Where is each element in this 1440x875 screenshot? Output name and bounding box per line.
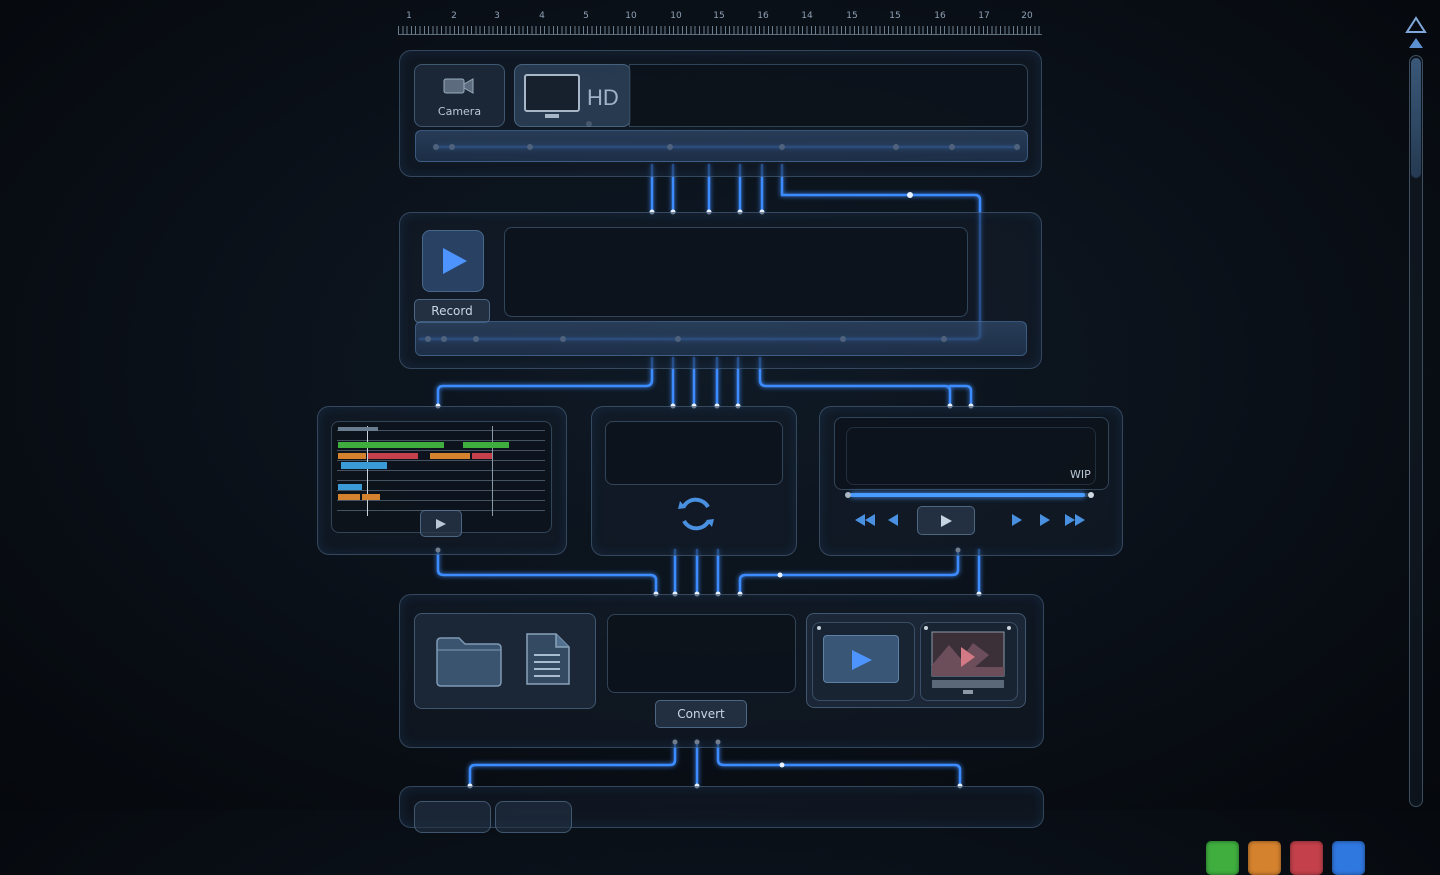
record-preview-area [504,227,968,317]
timeline-grid[interactable] [331,421,552,537]
clip-bar[interactable] [338,453,366,459]
convert-panel: Convert [399,594,1044,748]
top-ruler [398,8,1042,38]
record-play-button[interactable] [422,230,484,292]
ruler-label: 5 [583,11,589,21]
clip-bar[interactable] [463,442,509,448]
color-swatch[interactable] [1332,841,1365,875]
play-icon [940,514,952,527]
timeline-playhead [367,426,368,516]
output-play-button[interactable] [823,635,899,683]
clip-bar[interactable] [338,442,444,448]
ruler-label: 16 [934,11,946,21]
clip-bar[interactable] [341,462,387,469]
ruler-label: 16 [757,11,769,21]
clip-bar[interactable] [338,484,362,490]
scroll-up-small-icon[interactable] [1408,37,1424,49]
clip-bar[interactable] [472,453,492,459]
bottom-tile[interactable] [495,801,572,833]
camera-label: Camera [437,105,482,118]
player-preview-frame [846,427,1096,485]
monitor-icon [524,74,580,118]
hd-label: HD [587,85,619,110]
ruler-label: 17 [978,11,990,21]
folder-icon[interactable] [435,634,503,688]
image-preview-icon [931,631,1005,694]
scrollbar-track[interactable] [1409,55,1423,807]
camera-panel: Camera HD [399,50,1042,177]
record-button[interactable]: Record [414,299,490,323]
bottom-tile[interactable] [414,801,491,833]
ruler-label: 10 [670,11,682,21]
player-progress-fill [850,493,1085,497]
timeline-marker [492,426,493,516]
next-icon[interactable] [1039,513,1051,527]
output-image-tile[interactable] [920,622,1018,701]
player-play-button[interactable] [917,506,975,535]
ruler-label: 4 [539,11,545,21]
corner-dot [1007,626,1011,630]
player-progress-track[interactable] [850,493,1092,497]
play-icon [852,650,872,670]
clip-bar[interactable] [362,494,380,500]
ruler-label: 15 [713,11,725,21]
progress-start-dot [845,492,851,498]
corner-dot [924,626,928,630]
color-swatch[interactable] [1206,841,1239,875]
corner-dot [817,626,821,630]
scrollbar-thumb[interactable] [1411,58,1421,178]
clip-bar[interactable] [430,453,470,459]
player-wip-label: WIP [1070,468,1091,481]
hd-preview-area [629,64,1028,127]
color-palette-panel [591,406,1365,875]
ruler-label: 2 [451,11,457,21]
clip-bar[interactable] [338,427,378,431]
player-panel: WIP [819,406,1123,556]
video-camera-icon [443,78,474,94]
camera-button[interactable]: Camera [414,64,505,127]
scroll-up-icon[interactable] [1405,16,1427,34]
fast-forward-icon[interactable] [1064,513,1086,527]
swatch-strip [605,421,783,485]
rewind-icon[interactable] [854,513,876,527]
document-icon[interactable] [524,631,572,687]
color-swatch[interactable] [1290,841,1323,875]
ruler-label: 1 [406,11,412,21]
timeline-panel [317,406,567,555]
play-icon [443,248,467,274]
ruler-label: 20 [1021,11,1033,21]
convert-preview-area [607,614,796,693]
timeline-play-button[interactable] [420,510,462,537]
convert-button[interactable]: Convert [655,700,747,728]
camera-timeline-track[interactable] [415,130,1028,162]
step-back-icon[interactable] [887,513,899,527]
record-panel: Record [399,212,1042,369]
ruler-label: 15 [846,11,858,21]
color-swatch[interactable] [1248,841,1281,875]
ruler-label: 15 [889,11,901,21]
refresh-icon[interactable] [675,493,717,535]
ruler-label: 10 [625,11,637,21]
hd-display-button[interactable]: HD [514,64,631,127]
ruler-ticks [398,26,1042,35]
clip-bar[interactable] [338,494,360,500]
player-preview [834,417,1109,490]
record-timeline-track[interactable] [415,321,1027,356]
ruler-label: 3 [494,11,500,21]
step-forward-icon[interactable] [1011,513,1023,527]
bottom-panel [399,786,1044,833]
ruler-label: 14 [801,11,813,21]
output-video-tile[interactable] [812,622,915,701]
progress-end-dot[interactable] [1088,492,1094,498]
clip-bar[interactable] [368,453,418,459]
play-icon [436,518,446,529]
